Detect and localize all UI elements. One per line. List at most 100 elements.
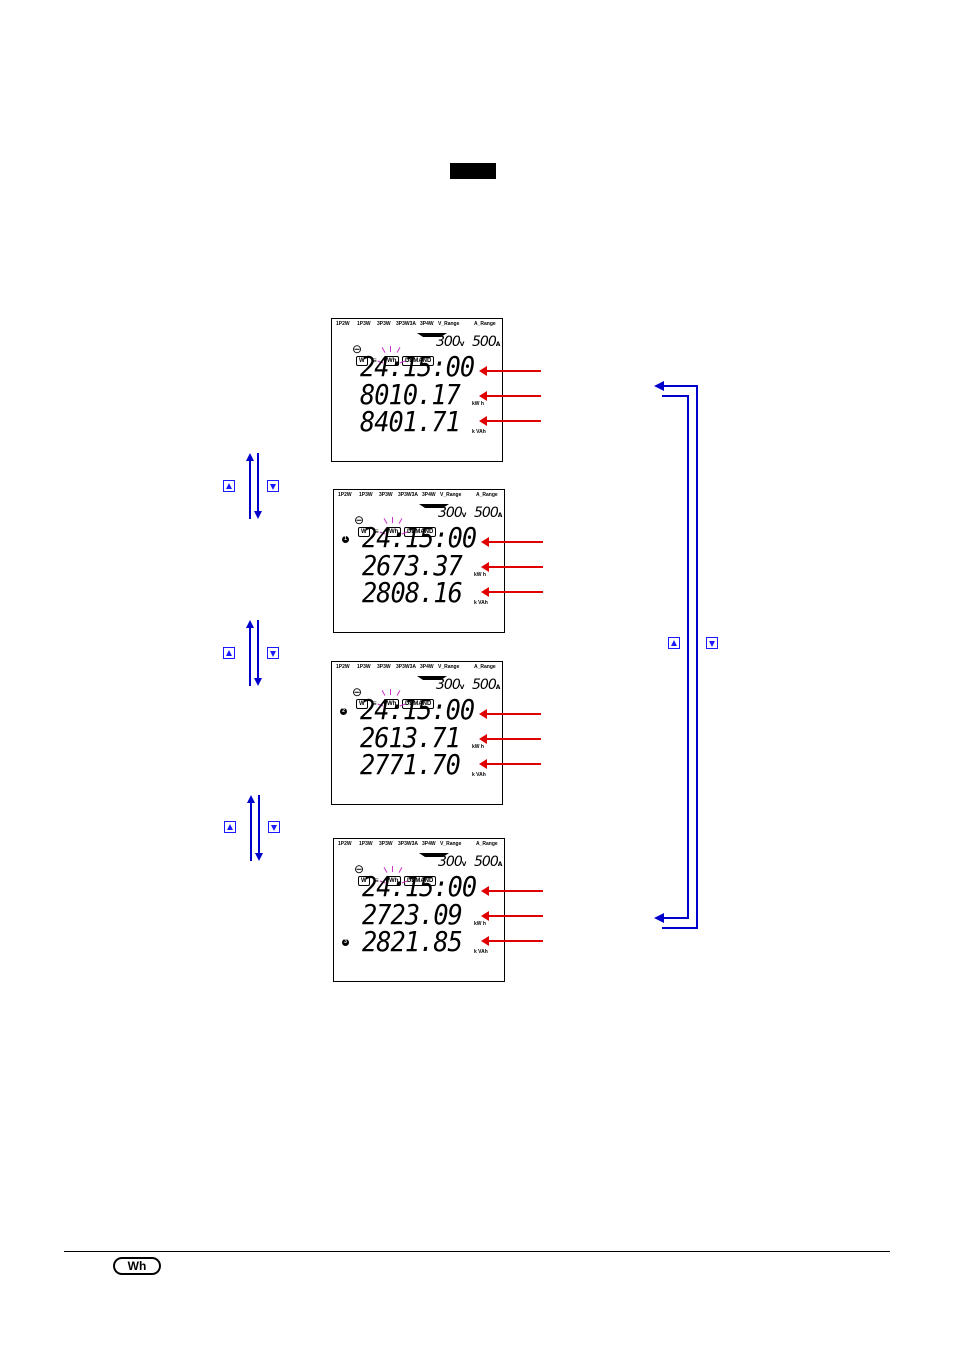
active-energy-value: 2673.37	[362, 549, 463, 582]
pointer-arrow	[479, 391, 541, 401]
tag-wh: Wh	[384, 699, 400, 709]
tag-wh: Wh	[386, 527, 402, 537]
wh-key-icon: Wh	[113, 1257, 161, 1275]
elapsed-time: 24:15:00	[362, 870, 477, 903]
mode-label: 1P3W	[357, 664, 371, 670]
pointer-arrow	[479, 734, 541, 744]
mode-label: V_Range	[440, 841, 462, 847]
plug-icon: ⊖	[354, 862, 365, 876]
down-key-icon	[706, 637, 718, 649]
active-energy-value: 2723.09	[362, 898, 463, 931]
pointer-arrow	[481, 911, 543, 921]
current-range: 500A	[472, 334, 500, 350]
down-key-icon	[268, 821, 280, 833]
mode-label: A_Range	[474, 321, 496, 327]
voltage-range: 300V	[438, 854, 466, 870]
mode-label: 3P4W	[422, 492, 436, 498]
kvah-unit: k VAh	[474, 949, 488, 955]
kwh-unit: kW h	[474, 921, 486, 927]
apparent-energy-value: 2771.70	[360, 748, 461, 781]
kwh-unit: kW h	[472, 401, 484, 407]
elapsed-time: 24:15:00	[360, 693, 475, 726]
active-energy-value: 2613.71	[360, 721, 461, 754]
loop-arrow	[654, 381, 698, 929]
mode-label: A_Range	[476, 492, 498, 498]
equiv-icon: ≡	[372, 356, 377, 365]
pointer-arrow	[479, 759, 541, 769]
pointer-arrow	[481, 562, 543, 572]
voltage-range: 300V	[438, 505, 466, 521]
tag-w: W	[356, 356, 368, 366]
pointer-arrow	[479, 366, 541, 376]
kvah-unit: k VAh	[472, 772, 486, 778]
mode-label: A_Range	[474, 664, 496, 670]
mode-label: 3P3W3A	[398, 492, 419, 498]
kwh-unit: kW h	[474, 572, 486, 578]
apparent-energy-value: 8401.71	[360, 405, 461, 438]
equiv-icon: ≡	[374, 876, 379, 885]
blink-mark	[390, 689, 391, 695]
mode-label: 1P2W	[336, 664, 350, 670]
blink-mark	[392, 866, 393, 872]
blink-mark	[392, 517, 393, 523]
equiv-icon: ≡	[372, 699, 377, 708]
pointer-arrow	[479, 709, 541, 719]
up-key-icon	[223, 480, 235, 492]
footer-rule	[64, 1251, 890, 1252]
mode-label: 3P4W	[420, 664, 434, 670]
mode-label: A_Range	[476, 841, 498, 847]
pointer-arrow	[479, 416, 541, 426]
blink-mark	[390, 346, 391, 352]
mode-label: 3P3W3A	[396, 321, 417, 327]
up-key-icon	[668, 637, 680, 649]
voltage-range: 300V	[436, 334, 464, 350]
mode-label: 3P3W	[377, 321, 391, 327]
plug-icon: ⊖	[352, 342, 363, 356]
mode-label: 1P3W	[359, 492, 373, 498]
mode-label: 3P3W3A	[396, 664, 417, 670]
current-range: 500A	[474, 505, 502, 521]
elapsed-time: 24:15:00	[362, 521, 477, 554]
storage-marker: 3	[342, 939, 349, 946]
range-indicator	[417, 333, 447, 337]
mode-label: 3P3W	[379, 492, 393, 498]
mode-label: 1P3W	[359, 841, 373, 847]
equiv-icon: ≡	[374, 527, 379, 536]
mode-label: 1P2W	[338, 841, 352, 847]
down-key-icon	[267, 480, 279, 492]
kvah-unit: k VAh	[474, 600, 488, 606]
pointer-arrow	[481, 936, 543, 946]
range-indicator	[417, 676, 447, 680]
range-indicator	[419, 853, 449, 857]
kwh-unit: kW h	[472, 744, 484, 750]
mode-label: 1P2W	[338, 492, 352, 498]
apparent-energy-value: 2808.16	[362, 576, 463, 609]
up-key-icon	[223, 647, 235, 659]
plug-icon: ⊖	[352, 685, 363, 699]
tag-wh: Wh	[384, 356, 400, 366]
active-energy-value: 8010.17	[360, 378, 461, 411]
tag-wh: Wh	[386, 876, 402, 886]
voltage-range: 300V	[436, 677, 464, 693]
down-key-icon	[267, 647, 279, 659]
mode-label: V_Range	[440, 492, 462, 498]
tag-w: W	[358, 876, 370, 886]
pointer-arrow	[481, 537, 543, 547]
mode-label: 1P3W	[357, 321, 371, 327]
pointer-arrow	[481, 587, 543, 597]
mode-label: V_Range	[438, 664, 460, 670]
tag-w: W	[356, 699, 368, 709]
range-indicator	[419, 504, 449, 508]
storage-marker: 2	[340, 708, 347, 715]
mode-label: V_Range	[438, 321, 460, 327]
mode-label: 3P4W	[420, 321, 434, 327]
pointer-arrow	[481, 886, 543, 896]
kvah-unit: k VAh	[472, 429, 486, 435]
